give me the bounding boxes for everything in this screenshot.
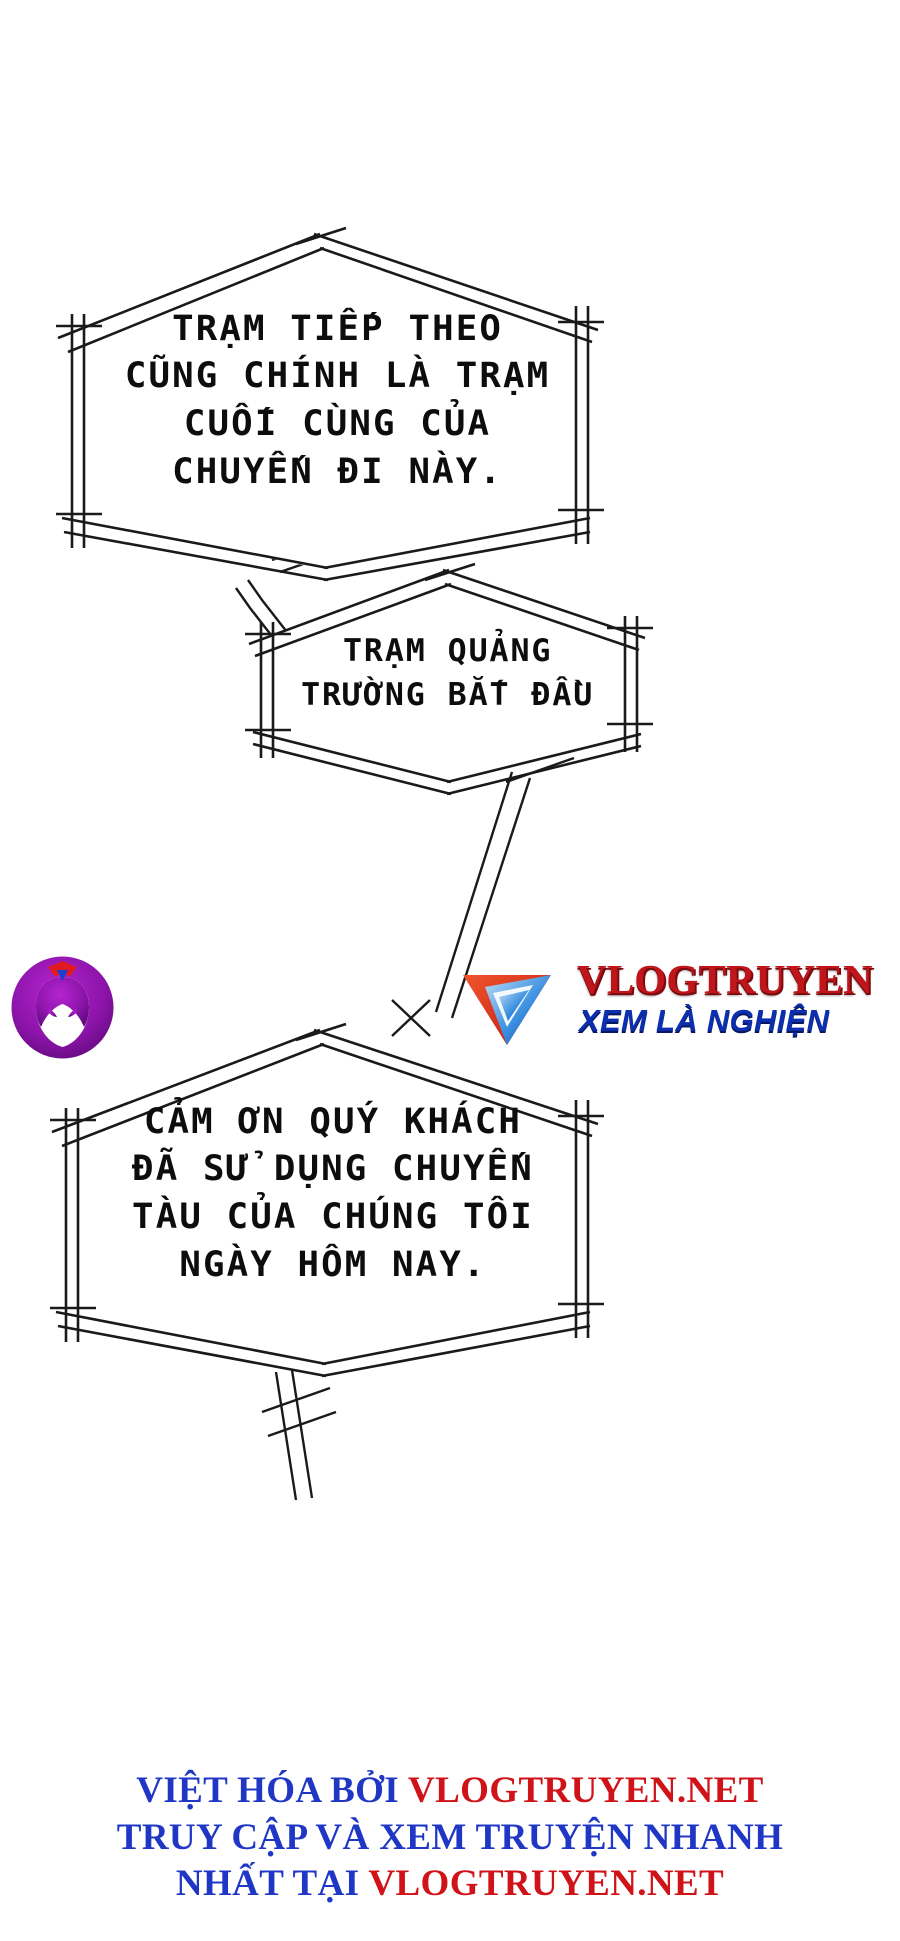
bubble-frame [50,1022,604,1378]
speech-bubble-thank-you: CẢM ƠN QUÝ KHÁCH ĐÃ SỬ DỤNG CHUYẾN TÀU C… [20,1010,645,1378]
credit-line-1: VIỆT HÓA BỞI VLOGTRUYEN.NET [0,1768,900,1815]
bubble-text: CẢM ƠN QUÝ KHÁCH ĐÃ SỬ DỤNG CHUYẾN TÀU C… [131,1101,534,1285]
credit-line-3-prefix: NHẤT TẠI [175,1863,369,1905]
credit-line-2: TRUY CẬP VÀ XEM TRUYỆN NHANH [116,1816,784,1858]
bubble-frame [56,226,604,582]
bubble-text: TRẠM QUẢNG TRƯỜNG BẮT ĐẦU [300,632,595,713]
speech-bubble-next-station: TRẠM TIẾP THEO CŨNG CHÍNH LÀ TRẠM CUỐI C… [28,218,648,582]
speech-bubble-square-station: TRẠM QUẢNG TRƯỜNG BẮT ĐẦU [225,552,670,796]
credit-line-1-site[interactable]: VLOGTRUYEN.NET [408,1770,764,1811]
vlogtruyen-arrow-icon [463,975,551,1045]
bubble-frame [245,562,653,796]
watermark-subtitle: XEM LÀ NGHIỆN [578,1002,830,1038]
bubble-text: TRẠM TIẾP THEO CŨNG CHÍNH LÀ TRẠM CUỐI C… [125,308,551,492]
vlogtruyen-watermark: VLOGTRUYEN XEM LÀ NGHIỆN [455,955,900,1047]
site-logo [10,955,115,1060]
watermark-title: VLOGTRUYEN [576,955,873,1003]
credits-block: VIỆT HÓA BỞI VLOGTRUYEN.NET TRUY CẬP VÀ … [0,1768,900,1908]
credit-line-3: NHẤT TẠI VLOGTRUYEN.NET [0,1861,900,1908]
logo-crest-icon [48,961,77,977]
credit-line-1-prefix: VIỆT HÓA BỞI [136,1770,409,1811]
credit-line-3-site[interactable]: VLOGTRUYEN.NET [368,1863,725,1905]
